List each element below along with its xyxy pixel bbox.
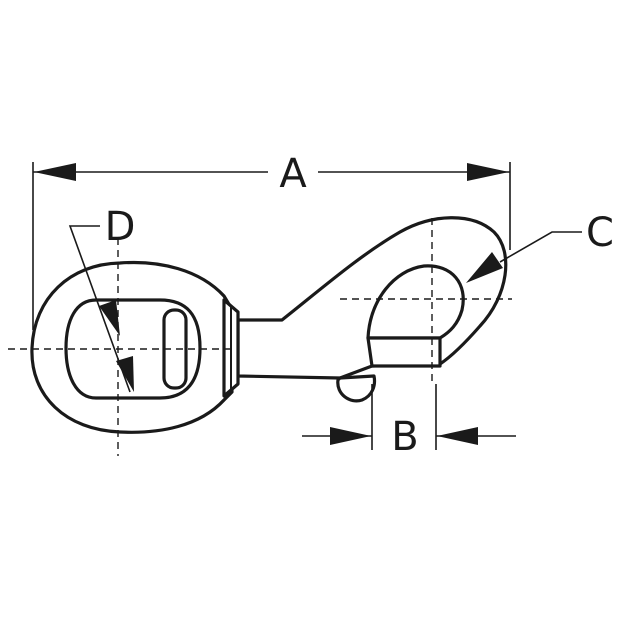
dimension-a-left-arrow: [34, 163, 76, 181]
dimension-b-label: B: [391, 414, 418, 460]
hook-throat: [366, 264, 465, 340]
dimension-b-right-arrow: [437, 427, 478, 445]
dimension-c-arrow: [466, 252, 503, 283]
gate-button: [336, 374, 377, 403]
dimension-d-lower-arrow: [116, 356, 134, 392]
center-lines: [8, 218, 512, 456]
dimension-a-right-arrow: [467, 163, 509, 181]
dimension-c-leader: [499, 231, 582, 263]
dimension-c-label: C: [586, 210, 614, 256]
dimension-c: C: [466, 210, 614, 283]
dimension-a: A: [32, 151, 511, 330]
dimension-d-leader: [68, 225, 131, 393]
dimension-b-left-arrow: [330, 427, 371, 445]
spring-gate: [366, 336, 442, 368]
dimension-b: B: [302, 384, 516, 460]
dimension-d-upper-arrow: [99, 300, 120, 336]
dimension-d-label: D: [105, 204, 136, 250]
dimension-a-label: A: [279, 151, 307, 197]
snap-hook: [30, 216, 508, 434]
dimension-d: D: [68, 204, 136, 393]
